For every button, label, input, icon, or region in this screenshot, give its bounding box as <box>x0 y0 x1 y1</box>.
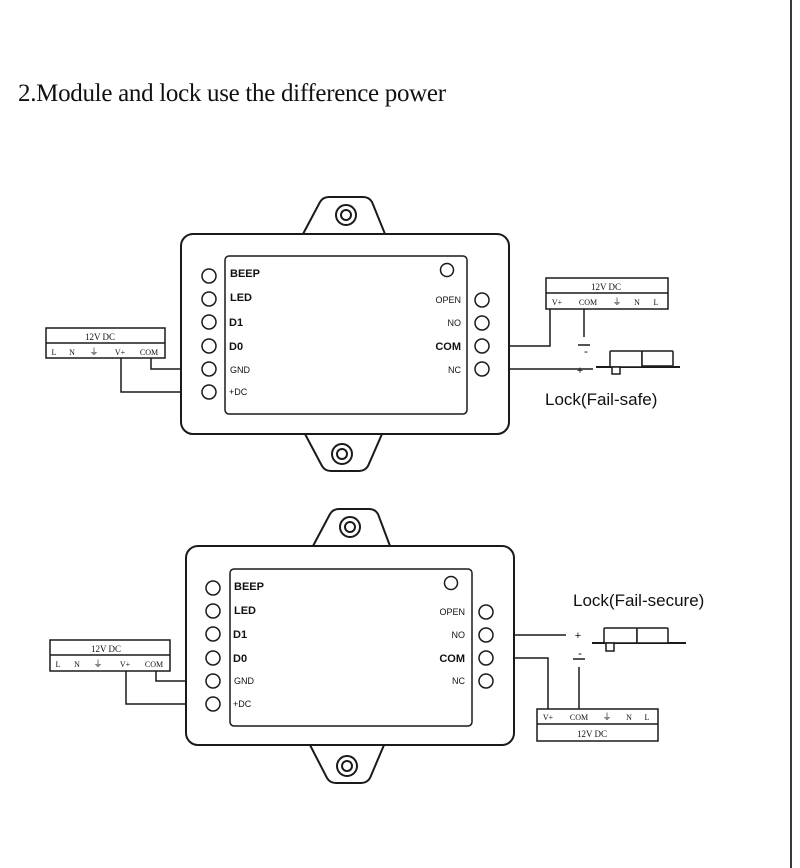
supply-terminal-label: V+ <box>543 713 554 722</box>
power-supply-right: 12V DC V+ COM ⏚ N L <box>545 277 669 310</box>
lock-minus-sign: - <box>578 646 582 660</box>
supply-terminal-label: COM <box>145 660 163 669</box>
supply-terminal-label: COM <box>570 713 588 722</box>
supply-terminal-label: L <box>645 713 650 722</box>
terminal-label-nc: NC <box>448 365 461 375</box>
terminal-screw-icon <box>478 650 494 666</box>
terminal-label-com: COM <box>439 653 465 665</box>
terminal-label-open: OPEN <box>435 295 461 305</box>
ground-symbol-icon: ⏚ <box>602 712 611 722</box>
supply-terminal-label: COM <box>140 348 158 357</box>
terminal-screw-icon <box>205 696 221 712</box>
supply-terminal-label: L <box>52 348 57 357</box>
terminal-label-d0: D0 <box>233 653 247 665</box>
module-label-panel <box>229 568 473 727</box>
power-supply-left: 12V DC L N ⏚ V+ COM <box>45 327 166 359</box>
supply-terminal-label: N <box>69 348 75 357</box>
power-supply-right: V+ COM ⏚ N L 12V DC <box>536 708 659 742</box>
lock-plus-sign: + <box>577 365 583 377</box>
mounting-tab-bottom <box>304 433 383 472</box>
supply-title: 12V DC <box>91 644 121 654</box>
ground-symbol-icon: ⏚ <box>93 659 102 669</box>
lock-caption: Lock(Fail-safe) <box>545 390 657 409</box>
terminal-label-dc: +DC <box>233 699 252 709</box>
terminal-label-gnd: GND <box>234 676 255 686</box>
section-heading: 2.Module and lock use the difference pow… <box>18 80 446 107</box>
terminal-screw-icon <box>201 314 217 330</box>
terminal-label-led: LED <box>234 605 256 617</box>
terminal-column-right <box>474 292 490 377</box>
terminal-label-no: NO <box>448 318 462 328</box>
supply-terminal-label: N <box>634 298 640 307</box>
module-label-panel <box>224 255 468 415</box>
terminal-label-d1: D1 <box>229 317 243 329</box>
terminal-label-no: NO <box>452 630 466 640</box>
terminal-label-beep: BEEP <box>234 581 264 593</box>
terminal-screw-icon <box>478 604 494 620</box>
wiring <box>120 309 593 393</box>
mounting-tab-bottom <box>309 744 385 784</box>
indicator-led-icon <box>443 575 459 591</box>
terminal-label-dc: +DC <box>229 387 248 397</box>
terminal-screw-icon <box>205 650 221 666</box>
terminal-screw-icon <box>205 626 221 642</box>
supply-terminal-label: N <box>626 713 632 722</box>
supply-terminal-label: N <box>74 660 80 669</box>
power-supply-left: 12V DC L N ⏚ V+ COM <box>49 639 171 672</box>
terminal-label-gnd: GND <box>230 365 251 375</box>
terminal-screw-icon <box>478 673 494 689</box>
electric-lock-icon <box>592 627 686 652</box>
supply-title: 12V DC <box>591 282 621 292</box>
terminal-screw-icon <box>474 361 490 377</box>
supply-terminal-label: V+ <box>552 298 563 307</box>
terminal-screw-icon <box>201 361 217 377</box>
terminal-column-left <box>205 580 221 712</box>
terminal-screw-icon <box>201 338 217 354</box>
terminal-screw-icon <box>201 384 217 400</box>
indicator-led-icon <box>439 262 455 278</box>
terminal-screw-icon <box>474 292 490 308</box>
diagram-fail-secure: BEEP LED D1 D0 GND +DC OPEN NO COM NC 12… <box>49 508 704 784</box>
terminal-screw-icon <box>478 627 494 643</box>
terminal-label-com: COM <box>435 341 461 353</box>
terminal-label-beep: BEEP <box>230 268 260 280</box>
terminal-label-nc: NC <box>452 676 465 686</box>
terminal-label-led: LED <box>230 292 252 304</box>
ground-symbol-icon: ⏚ <box>89 347 98 357</box>
terminal-screw-icon <box>201 268 217 284</box>
supply-title: 12V DC <box>85 332 115 342</box>
supply-terminal-label: COM <box>579 298 597 307</box>
lock-plus-sign: + <box>575 630 581 642</box>
lock-caption: Lock(Fail-secure) <box>573 591 704 610</box>
terminal-screw-icon <box>205 580 221 596</box>
mounting-tab-top <box>302 196 386 235</box>
terminal-column-left <box>201 268 217 400</box>
page-border-line <box>790 0 792 868</box>
ground-symbol-icon: ⏚ <box>612 297 621 307</box>
mounting-tab-top <box>312 508 391 547</box>
lock-minus-sign: - <box>584 344 588 358</box>
supply-terminal-label: V+ <box>120 660 131 669</box>
terminal-screw-icon <box>201 291 217 307</box>
terminal-screw-icon <box>474 338 490 354</box>
diagram-fail-safe: BEEP LED D1 D0 GND +DC OPEN NO COM NC 12… <box>45 196 680 472</box>
supply-title: 12V DC <box>577 729 607 739</box>
terminal-label-open: OPEN <box>439 607 465 617</box>
electric-lock-icon <box>596 350 680 375</box>
terminal-screw-icon <box>205 673 221 689</box>
terminal-label-d0: D0 <box>229 341 243 353</box>
terminal-column-right <box>478 604 494 689</box>
supply-terminal-label: L <box>654 298 659 307</box>
terminal-screw-icon <box>205 603 221 619</box>
terminal-screw-icon <box>474 315 490 331</box>
supply-terminal-label: V+ <box>115 348 126 357</box>
wiring <box>125 634 585 709</box>
supply-terminal-label: L <box>56 660 61 669</box>
terminal-label-d1: D1 <box>233 629 247 641</box>
